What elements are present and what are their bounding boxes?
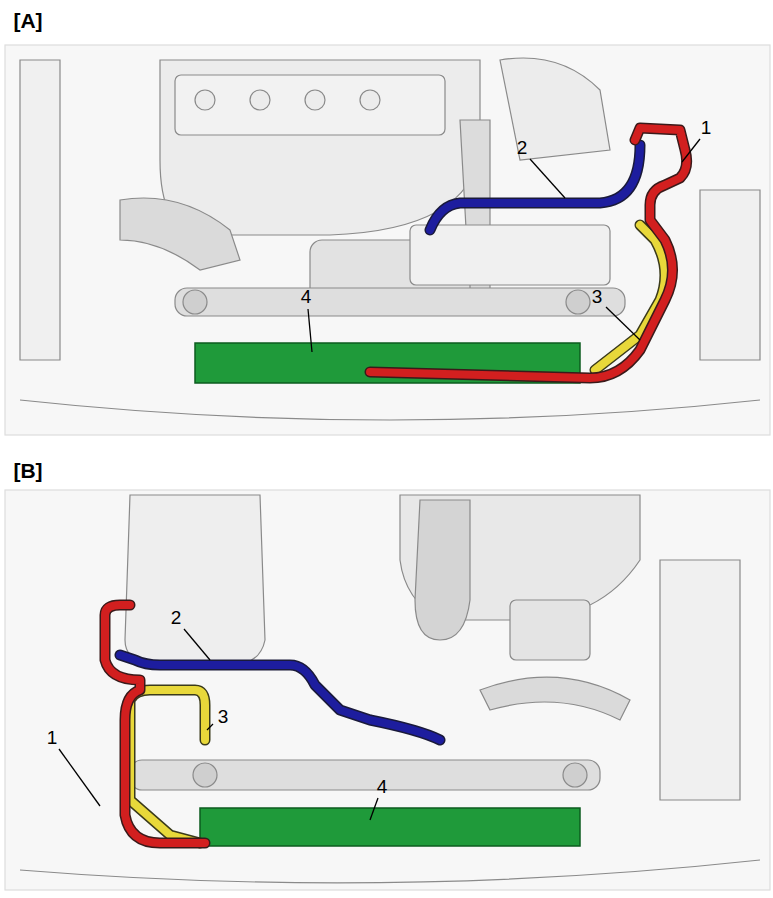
panel-label: [B] (13, 460, 42, 481)
panel-label: [A] (13, 10, 42, 31)
callout-number: 4 (377, 777, 388, 796)
callout-number: 3 (592, 287, 603, 306)
callout-number: 2 (517, 138, 528, 157)
callout-number: 3 (218, 707, 229, 726)
callout-number: 1 (701, 118, 712, 137)
callout-number: 4 (301, 287, 312, 306)
callout-number: 1 (47, 728, 58, 747)
callout-number: 2 (171, 608, 182, 627)
